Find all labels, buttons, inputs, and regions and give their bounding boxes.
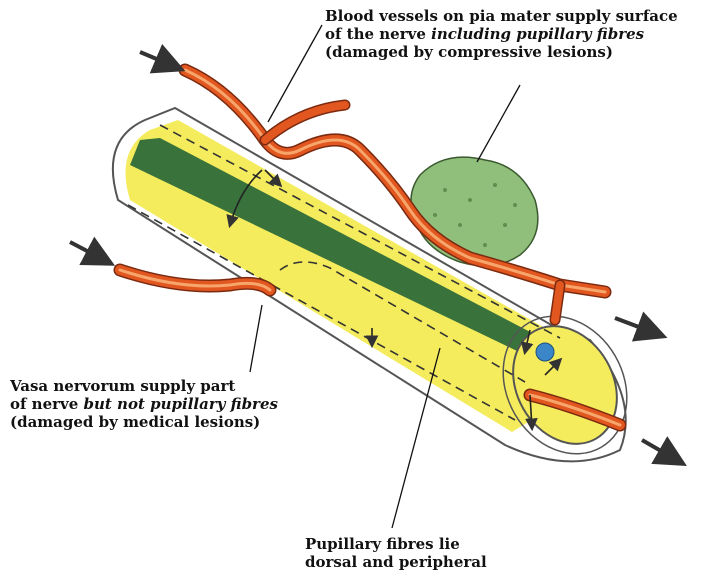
compressive-lesion — [411, 157, 538, 266]
arrow-out-upper — [615, 318, 660, 335]
label-pial-line3: (damaged by compressive lesions) — [325, 43, 678, 61]
label-pupillary-line2: dorsal and peripheral — [305, 553, 487, 571]
arrow-out-lower — [642, 440, 680, 462]
pupillary-fibre-section — [536, 343, 554, 361]
arrow-in-lower — [70, 242, 108, 262]
leader-top-right — [477, 85, 520, 162]
label-pial-line2: of the nerve including pupillary fibres — [325, 25, 678, 43]
label-vasa-line2: of nerve but not pupillary fibres — [10, 395, 278, 413]
label-pupillary-fibres: Pupillary fibres lie dorsal and peripher… — [305, 535, 487, 571]
label-vasa-line3: (damaged by medical lesions) — [10, 413, 278, 431]
label-vasa-line1: Vasa nervorum supply part — [10, 377, 278, 395]
label-pial-line1: Blood vessels on pia mater supply surfac… — [325, 7, 678, 25]
arrow-in-upper — [140, 52, 178, 68]
label-pial-vessels: Blood vessels on pia mater supply surfac… — [325, 7, 678, 61]
label-pupillary-line1: Pupillary fibres lie — [305, 535, 487, 553]
leader-left — [250, 305, 262, 372]
label-vasa-nervorum: Vasa nervorum supply part of nerve but n… — [10, 377, 278, 431]
